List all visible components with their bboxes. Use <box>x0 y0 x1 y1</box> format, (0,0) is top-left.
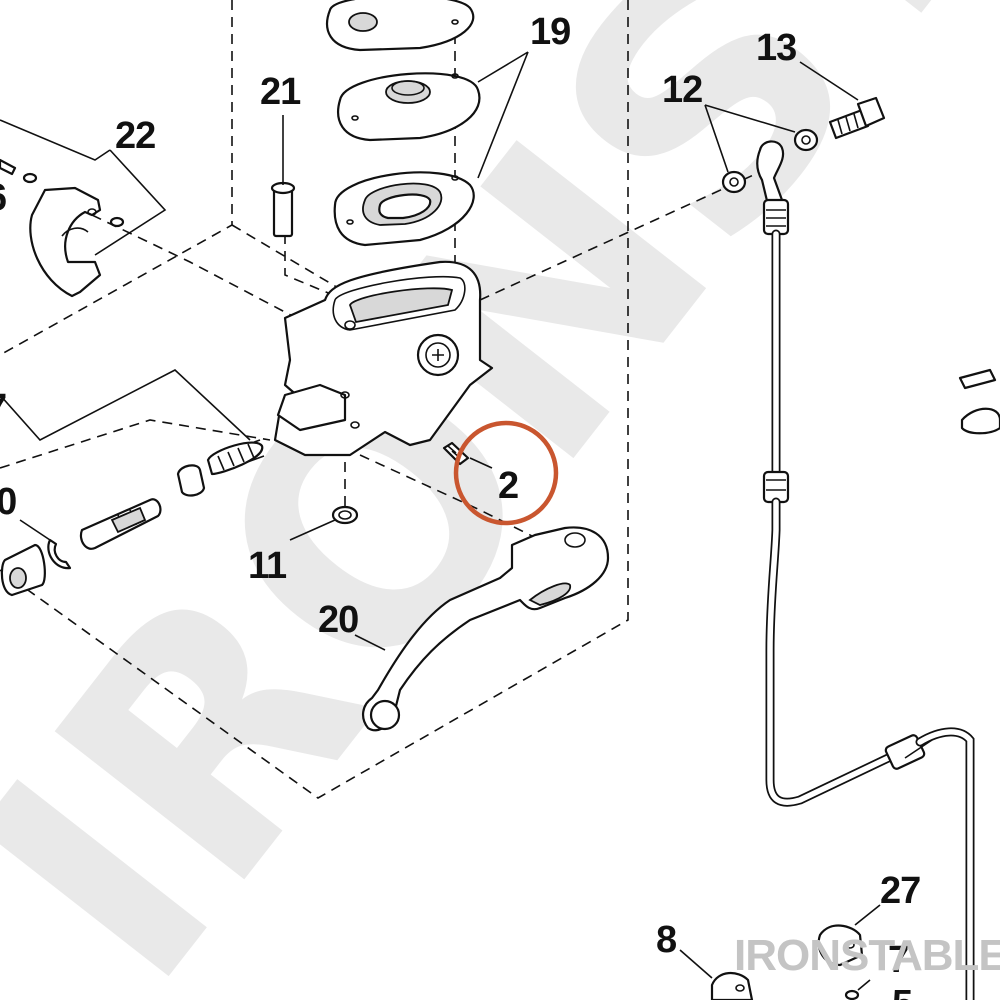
handlebar-clamp <box>29 186 102 298</box>
cover-plate <box>337 72 481 142</box>
callout-5: 5 <box>892 983 913 1000</box>
banjo-bolt <box>828 96 886 140</box>
brake-hose <box>756 140 975 1000</box>
snap-ring <box>47 538 72 570</box>
brake-lever <box>362 526 610 732</box>
assembly-boundary <box>0 0 761 799</box>
reservoir-cover <box>326 0 475 52</box>
bottom-washer <box>844 989 860 1000</box>
clamp-screw <box>0 158 125 228</box>
callout-19: 19 <box>530 11 570 53</box>
diaphragm <box>333 171 475 247</box>
callout-10: 10 <box>0 481 16 523</box>
master-cylinder-body <box>273 260 494 457</box>
adjuster-screw <box>442 441 470 466</box>
highlight-circle <box>453 420 559 526</box>
pivot-pin <box>270 181 296 238</box>
leader-lines <box>0 51 933 991</box>
retaining-clip <box>331 505 359 525</box>
callout-13: 13 <box>756 27 796 69</box>
callout-21: 21 <box>260 71 301 113</box>
piston <box>79 498 162 550</box>
bottom-clamp-27 <box>817 924 864 967</box>
bottom-clamp-8 <box>710 972 754 1000</box>
callout-12: 12 <box>662 69 702 111</box>
callout-20: 20 <box>318 599 358 641</box>
hose-clip-right <box>958 368 1000 435</box>
callout-7-bottom: 7 <box>888 939 908 981</box>
brand-watermark: IRONSTABLE <box>734 931 1000 980</box>
callout-6: 6 <box>0 177 6 219</box>
piston-spring <box>206 439 265 476</box>
callout-7: 7 <box>0 387 6 429</box>
piston-cup <box>176 464 206 497</box>
dust-boot <box>0 543 46 597</box>
callout-2: 2 <box>498 465 518 507</box>
callout-labels: 19 21 22 12 13 2 11 20 6 7 10 27 8 7 5 <box>0 11 921 1000</box>
callout-22: 22 <box>115 115 155 157</box>
callout-11: 11 <box>248 545 287 587</box>
callout-27: 27 <box>880 870 920 912</box>
sealing-washers <box>721 128 819 194</box>
callout-8: 8 <box>656 919 676 961</box>
